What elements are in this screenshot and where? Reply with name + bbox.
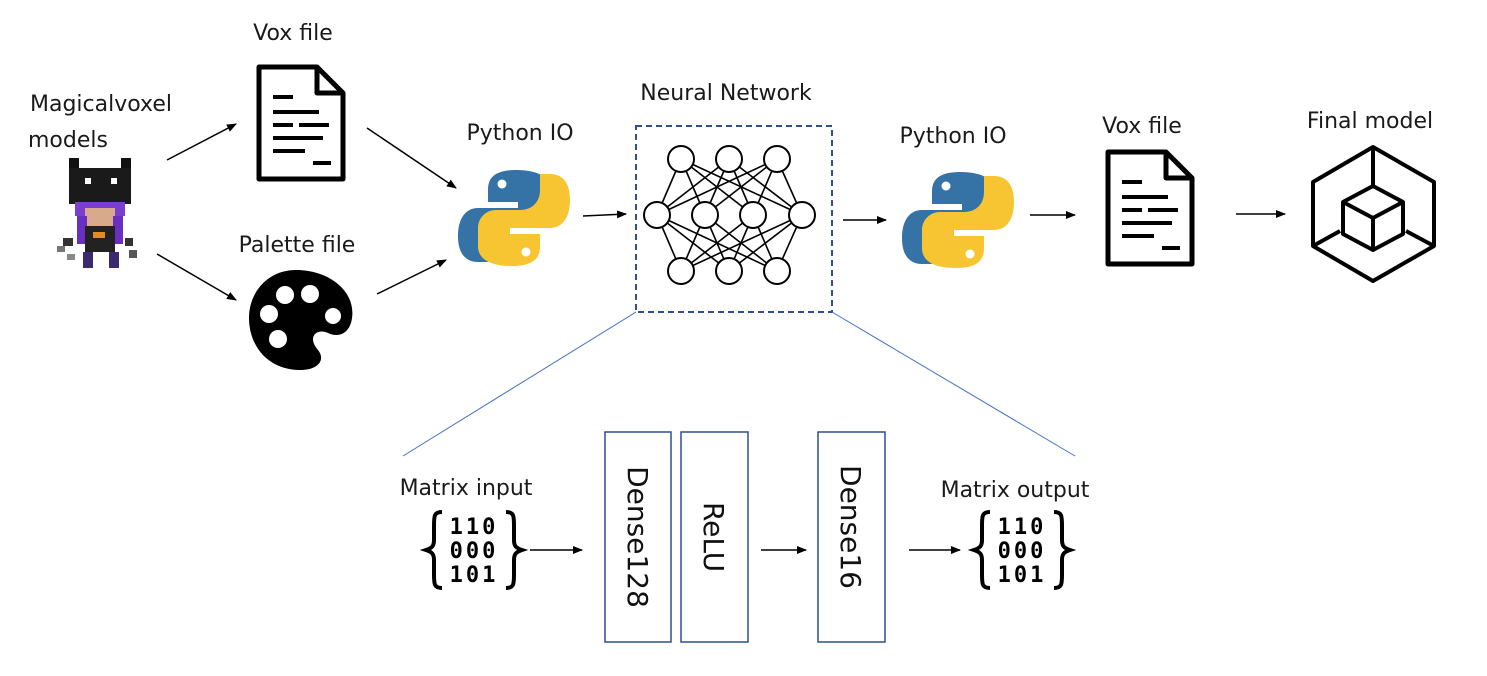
nn-node xyxy=(643,201,671,229)
nn-connection xyxy=(680,214,754,272)
matrix-input-icon: 110 000 101 xyxy=(419,510,529,590)
nn-node xyxy=(763,145,791,173)
vox-file-output-document-icon xyxy=(1108,152,1192,264)
nn-connection xyxy=(680,214,803,272)
matrix-input-row-2: 000 xyxy=(450,539,499,564)
layer-relu-label: ReLU xyxy=(697,502,730,572)
vox-file-output-label: Vox file xyxy=(1102,114,1182,139)
layer-dense128: Dense128 xyxy=(604,431,672,643)
nn-connection xyxy=(704,158,778,216)
palette-file-label: Palette file xyxy=(238,233,356,258)
matrix-input-row-1: 110 xyxy=(450,515,499,540)
matrix-input-label: Matrix input xyxy=(399,476,533,501)
flow-arrows xyxy=(156,123,1286,301)
magicalvoxel-label-line2: models xyxy=(28,128,108,153)
vox-file-input-label: Vox file xyxy=(253,21,333,46)
python-logo-output-icon xyxy=(902,172,1014,268)
layer-dense16-label: Dense16 xyxy=(834,465,867,589)
nn-node xyxy=(691,201,719,229)
python-io-output-label: Python IO xyxy=(899,124,1007,149)
matrix-output-row-3: 101 xyxy=(998,563,1047,588)
matrix-output-icon: 110 000 101 xyxy=(967,510,1077,590)
nn-node xyxy=(715,145,743,173)
nn-node xyxy=(788,201,816,229)
nn-node xyxy=(739,201,767,229)
nn-connection xyxy=(656,158,778,216)
matrix-output-label: Matrix output xyxy=(940,478,1090,503)
nn-node xyxy=(667,145,695,173)
nn-connection xyxy=(656,158,730,216)
nn-connection xyxy=(728,214,803,272)
neural-network-label: Neural Network xyxy=(640,81,812,106)
matrix-output-row-2: 000 xyxy=(998,539,1047,564)
neural-network-icon xyxy=(643,145,816,285)
zoom-lines xyxy=(402,311,1076,457)
layer-relu: ReLU xyxy=(680,431,749,643)
final-model-label: Final model xyxy=(1306,109,1434,134)
matrix-output-row-1: 110 xyxy=(998,515,1047,540)
nn-node xyxy=(715,257,743,285)
vox-file-input-document-icon xyxy=(259,67,343,179)
layer-dense16: Dense16 xyxy=(817,431,886,643)
python-io-input-label: Python IO xyxy=(466,121,574,146)
python-logo-input-icon xyxy=(458,170,570,266)
neural-network-box xyxy=(635,125,833,313)
voxel-character-icon xyxy=(57,158,137,268)
layer-dense128-label: Dense128 xyxy=(621,466,654,608)
palette-icon xyxy=(249,270,353,370)
nn-node xyxy=(667,257,695,285)
nn-node xyxy=(763,257,791,285)
magicalvoxel-label-line1: Magicalvoxel xyxy=(29,92,173,117)
cube-icon xyxy=(1311,145,1436,283)
matrix-input-row-3: 101 xyxy=(450,563,499,588)
